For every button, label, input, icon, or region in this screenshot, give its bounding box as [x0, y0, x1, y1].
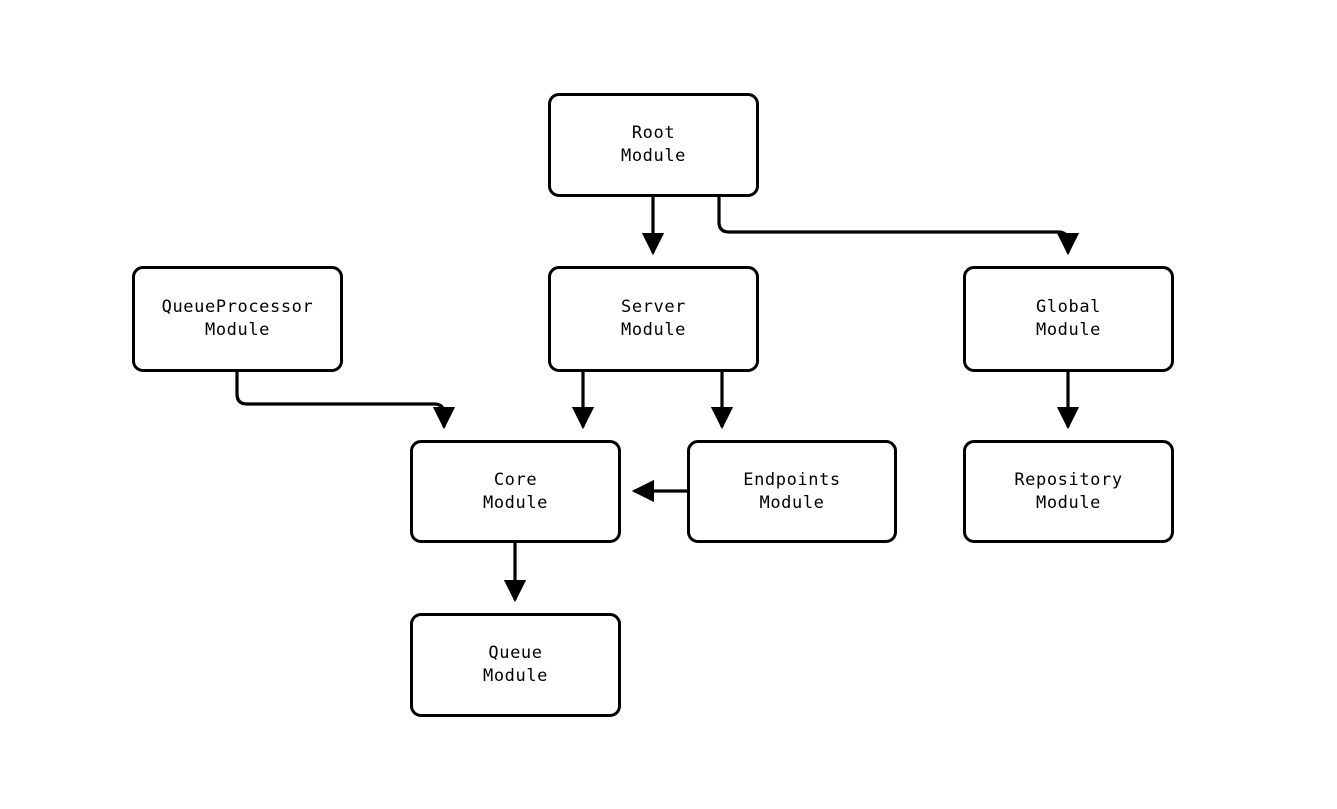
node-core[interactable]: Core Module	[410, 440, 621, 543]
node-root-subtitle: Module	[620, 146, 686, 166]
node-endpoints-title: Endpoints	[743, 469, 841, 490]
node-core-title: Core	[493, 469, 538, 490]
edge-queueprocessor-to-core	[235, 372, 456, 430]
node-queue[interactable]: Queue Module	[410, 613, 621, 717]
node-global-subtitle: Module	[1035, 320, 1101, 340]
node-endpoints[interactable]: Endpoints Module	[687, 440, 897, 543]
node-global[interactable]: Global Module	[963, 266, 1174, 372]
node-endpoints-subtitle: Module	[759, 492, 825, 513]
node-repository[interactable]: Repository Module	[963, 440, 1174, 543]
node-repository-title: Repository	[1014, 469, 1123, 490]
node-repository-subtitle: Module	[1035, 492, 1101, 513]
node-queueprocessor[interactable]: QueueProcessor Module	[132, 266, 343, 372]
node-queueprocessor-subtitle: Module	[204, 320, 270, 340]
node-queue-title: Queue	[488, 643, 543, 663]
node-queue-subtitle: Module	[482, 666, 548, 686]
node-queueprocessor-title: QueueProcessor	[161, 297, 314, 317]
edge-root-to-global	[717, 197, 1080, 256]
node-root[interactable]: Root Module	[548, 93, 759, 197]
node-server-title: Server	[620, 297, 686, 317]
node-server-subtitle: Module	[620, 320, 686, 340]
node-global-title: Global	[1035, 297, 1101, 317]
node-root-title: Root	[631, 123, 676, 143]
node-server[interactable]: Server Module	[548, 266, 759, 372]
node-core-subtitle: Module	[482, 492, 548, 513]
